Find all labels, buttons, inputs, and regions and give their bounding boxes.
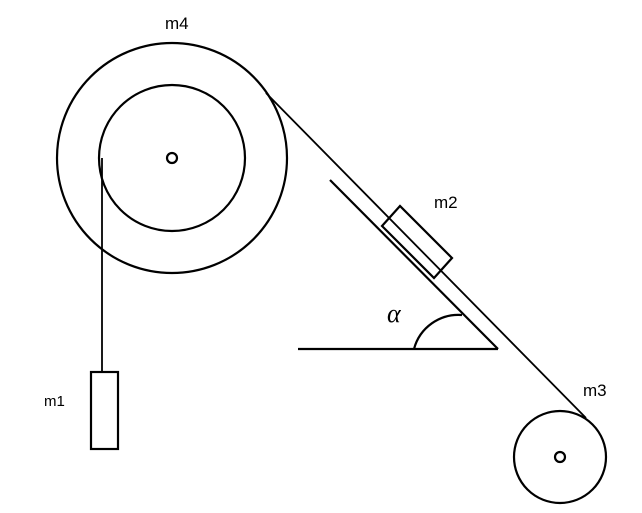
incline-surface [329, 179, 499, 350]
pulley-m3 [512, 409, 608, 505]
pulley-m4 [55, 41, 289, 275]
label-angle: α [387, 299, 402, 328]
pulley-m3-rim [512, 409, 608, 505]
pulley-m4-axle [165, 151, 179, 165]
label-m3: m3 [583, 381, 607, 400]
label-m4: m4 [165, 14, 189, 33]
block-m2 [380, 204, 454, 280]
rope-m4-to-m3 [265, 92, 587, 419]
pulley-m4-inner-rim [97, 83, 247, 233]
pulley-m4-outer-rim [55, 41, 289, 275]
block-m1 [89, 370, 120, 451]
pulley-m3-axle [553, 450, 567, 464]
label-m1: m1 [44, 393, 65, 410]
label-m2: m2 [434, 193, 458, 212]
angle-arc [412, 313, 463, 350]
